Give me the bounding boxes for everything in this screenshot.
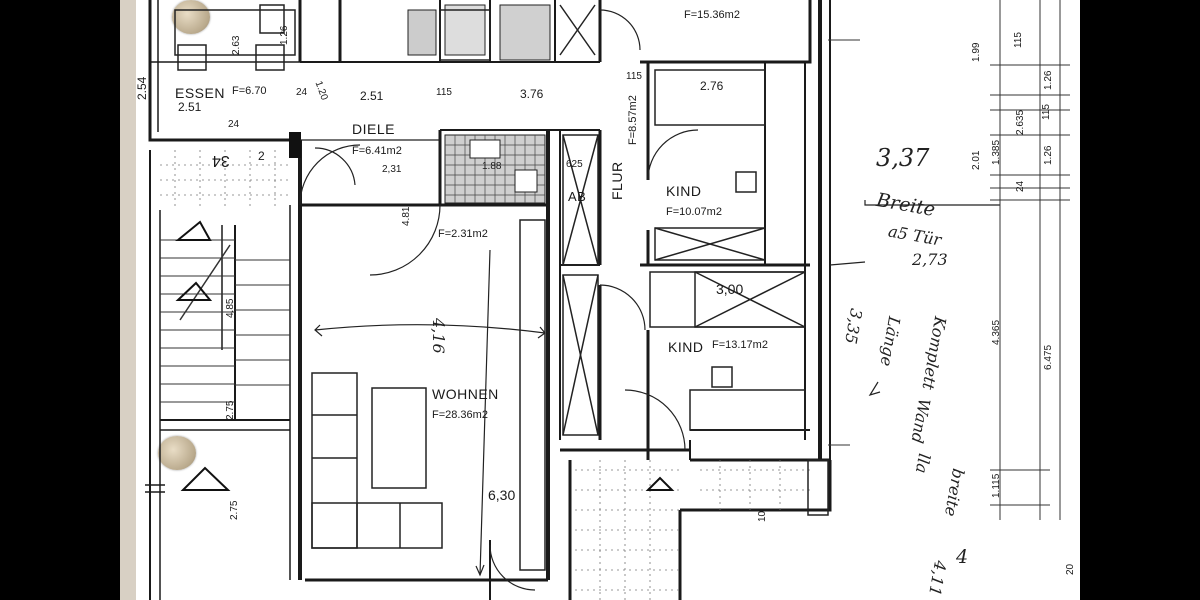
dim-kind1: 2.76 (700, 79, 724, 93)
dim-diele-width: 2.51 (360, 89, 384, 103)
left-dark-margin (0, 0, 120, 600)
room-label-diele: DIELE (352, 121, 395, 137)
label-2: 2 (258, 149, 265, 163)
note-337: 3,37 (876, 144, 930, 172)
tile-grid (160, 150, 810, 600)
room-area-wohnen: F=28.36m2 (432, 409, 488, 421)
dim-diele-115: 115 (436, 87, 452, 98)
note-4: 4 (956, 546, 969, 568)
dim-stair-275b: 2.75 (229, 500, 240, 520)
pushpin-icon (172, 0, 210, 34)
room-label-essen: ESSEN (175, 85, 225, 101)
paper-edge-shadow (120, 0, 136, 600)
dim-essen-24: 24 (296, 87, 308, 98)
right-dim-6475: 6.475 (1043, 344, 1054, 370)
dimension-chain (828, 0, 1070, 520)
right-dim-126b: 1.26 (1043, 145, 1054, 165)
dim-diele-231: 2,31 (382, 164, 402, 175)
room-area-kind-2: F=13.17m2 (712, 339, 768, 351)
stair-treads (160, 239, 290, 403)
room-area-kind-1: F=10.07m2 (666, 206, 722, 218)
room-area-diele: F=6.41m2 (352, 145, 402, 157)
right-dim-115a: 115 (1013, 32, 1024, 48)
door-swings (299, 9, 699, 591)
room-label-ab: AB (568, 189, 587, 204)
window-marker (289, 132, 301, 158)
room-label-flur: FLUR (609, 161, 625, 200)
right-dim-126a: 1.26 (1043, 70, 1054, 90)
right-dim-2635: 2.635 (1015, 109, 1026, 135)
right-dark-margin (1080, 0, 1200, 600)
dim-kind2: 3,00 (716, 281, 744, 297)
right-dim-115b: 115 (1041, 104, 1052, 120)
right-dim-1385: 1.385 (991, 139, 1002, 165)
dim-flur-115: 115 (626, 71, 642, 82)
room-area-top: F=15.36m2 (684, 9, 740, 21)
label-34: 34 (212, 152, 230, 169)
dim-kitchen-2: 1.26 (279, 25, 290, 45)
room-area-flur: F=8.57m2 (627, 95, 639, 145)
room-label-kind-1: KIND (666, 183, 702, 199)
right-dim-24: 24 (1015, 180, 1026, 192)
right-dim-1115: 1.115 (991, 473, 1002, 498)
bathroom-tiles (407, 4, 551, 204)
room-label-kind-2: KIND (668, 339, 704, 355)
dim-left-254: 2.54 (135, 76, 149, 100)
dim-stair-485: 4.85 (225, 298, 236, 318)
room-area-bad: F=2.31m2 (438, 228, 488, 240)
note-411: 4,11 (925, 559, 950, 598)
pushpin-icon (158, 436, 196, 470)
dim-bad: 1.88 (482, 161, 502, 172)
dim-wall-24: 24 (228, 119, 240, 130)
note-273: 2,73 (912, 250, 948, 269)
dim-wohnen-depth: 6,30 (488, 487, 516, 503)
right-dim-201: 2.01 (971, 150, 982, 170)
hand-dimension-lines (300, 139, 1000, 577)
right-dim-4365: 4.365 (991, 319, 1002, 345)
dim-diele-481: 4.81 (401, 206, 412, 226)
dim-bottom-10: 10 (757, 510, 768, 522)
furniture (174, 4, 829, 571)
stair-direction-triangles (175, 220, 675, 491)
right-dim-199: 1.99 (971, 42, 982, 62)
room-area-essen: F=6.70 (232, 85, 267, 97)
right-dim-20: 20 (1065, 563, 1076, 575)
note-335: 3,35 (841, 307, 866, 346)
walls (145, 0, 832, 600)
note-lla: lla (911, 452, 934, 475)
dim-stair-275a: 2.75 (225, 400, 236, 420)
dim-flur-width: 3.76 (520, 87, 544, 101)
room-label-wohnen: WOHNEN (432, 386, 499, 402)
dim-kitchen-1: 2.63 (231, 35, 242, 55)
dim-essen: 2.51 (178, 100, 202, 114)
dim-wohnen-width: 4,16 (429, 318, 448, 354)
dim-ab: 625 (566, 159, 583, 170)
